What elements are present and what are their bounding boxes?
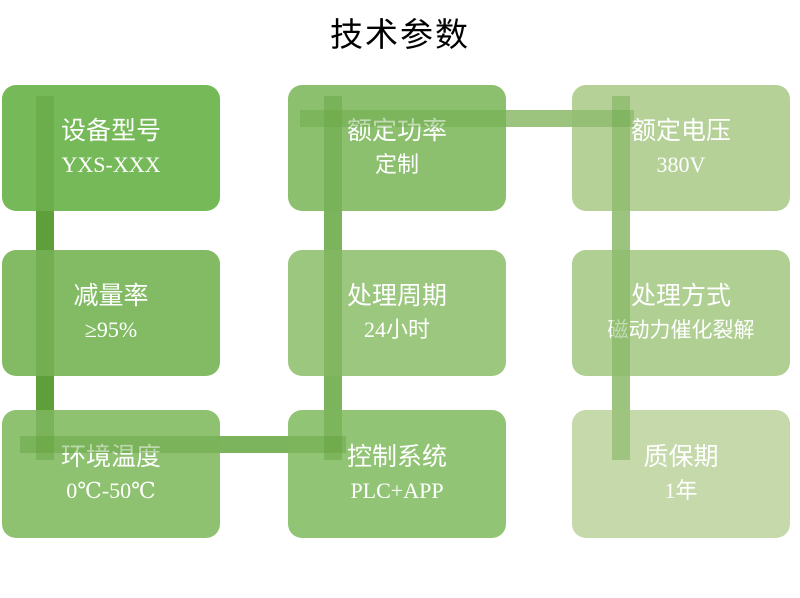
spec-card-value: ≥95% bbox=[84, 317, 138, 342]
spec-card-label: 环境温度 bbox=[60, 444, 161, 471]
spec-card-value: 24小时 bbox=[363, 317, 430, 342]
spec-card-value: PLC+APP bbox=[350, 478, 444, 503]
connector-overlay-horizontal-row1-card2 bbox=[300, 110, 506, 127]
connector-overlay-right-r1 bbox=[612, 96, 630, 211]
spec-card-temperature[interactable]: 环境温度 0℃-50℃ bbox=[2, 410, 220, 538]
connector-overlay-left-r1 bbox=[36, 96, 54, 211]
spec-card-warranty[interactable]: 质保期 1年 bbox=[572, 410, 790, 538]
connector-overlay-horizontal-row3-card1 bbox=[20, 436, 220, 453]
spec-card-label: 减量率 bbox=[73, 283, 149, 310]
spec-card-label: 处理方式 bbox=[630, 283, 731, 310]
spec-card-label: 控制系统 bbox=[346, 444, 447, 471]
spec-card-value: 0℃-50℃ bbox=[66, 478, 156, 503]
spec-card-model[interactable]: 设备型号 YXS-XXX bbox=[2, 85, 220, 211]
spec-card-rated-voltage[interactable]: 额定电压 380V bbox=[572, 85, 790, 211]
connector-overlay-right-r3 bbox=[612, 410, 630, 460]
connector-overlay-left-r3 bbox=[36, 410, 54, 460]
connector-overlay-center-r3 bbox=[324, 410, 342, 460]
spec-card-method[interactable]: 处理方式 磁动力催化裂解 bbox=[572, 250, 790, 376]
spec-card-label: 额定功率 bbox=[346, 118, 447, 145]
connector-horizontal-row3-c1c2 bbox=[204, 436, 296, 453]
spec-card-reduction[interactable]: 减量率 ≥95% bbox=[2, 250, 220, 376]
spec-card-label: 处理周期 bbox=[346, 283, 447, 310]
spec-card-label: 质保期 bbox=[643, 444, 719, 471]
spec-card-label: 额定电压 bbox=[630, 118, 731, 145]
connector-overlay-center-r2 bbox=[324, 250, 342, 376]
spec-card-label: 设备型号 bbox=[60, 118, 161, 145]
spec-card-value: 380V bbox=[656, 152, 706, 177]
spec-card-value: 磁动力催化裂解 bbox=[607, 318, 755, 342]
connector-overlay-horizontal-row1-card3 bbox=[572, 110, 634, 127]
connector-overlay-right-r2 bbox=[612, 250, 630, 376]
spec-card-rated-power[interactable]: 额定功率 定制 bbox=[288, 85, 506, 211]
connector-overlay-horizontal-row3-card2 bbox=[288, 436, 346, 453]
spec-card-value: 1年 bbox=[664, 478, 698, 503]
spec-card-cycle[interactable]: 处理周期 24小时 bbox=[288, 250, 506, 376]
connector-overlay-left-r2 bbox=[36, 250, 54, 376]
spec-card-value: 定制 bbox=[374, 152, 419, 177]
connector-horizontal-row1-c2c3 bbox=[492, 110, 584, 127]
page-title: 技术参数 bbox=[330, 18, 470, 54]
spec-card-value: YXS-XXX bbox=[61, 152, 161, 177]
spec-card-control[interactable]: 控制系统 PLC+APP bbox=[288, 410, 506, 538]
connector-overlay-center-r1 bbox=[324, 96, 342, 211]
